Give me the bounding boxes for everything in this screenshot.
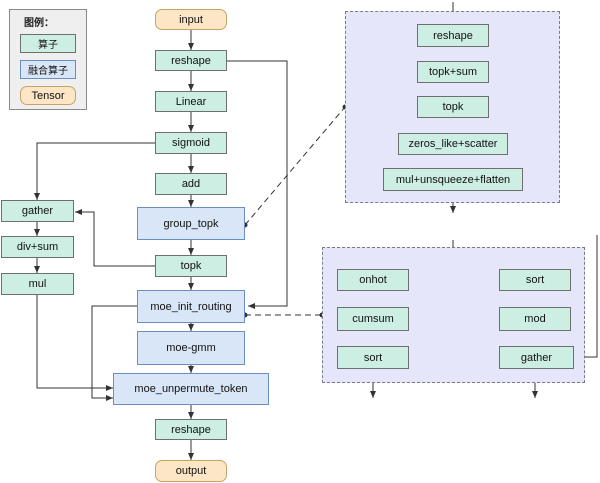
reshape-to-init-routing-connector (227, 60, 288, 309)
legend-title: 图例： (24, 18, 54, 29)
topk-to-gather-connector (75, 209, 155, 267)
side-flow-connectors (34, 222, 113, 391)
sigmoid-to-gather-connector (34, 142, 155, 200)
detail-topk-node: topk (417, 96, 489, 118)
input-tensor: input (155, 9, 227, 30)
mul-node: mul (1, 273, 74, 295)
group-topk-detail-link (244, 106, 346, 226)
detail-onhot-node: onhot (337, 269, 409, 291)
init-routing-to-unpermute-connector (91, 305, 137, 401)
legend-fused-operator-swatch: 融合算子 (20, 60, 76, 79)
detail-cumsum-node: cumsum (337, 307, 409, 331)
legend-panel: 图例： 算子 融合算子 Tensor (9, 9, 87, 110)
reshape-top-node: reshape (155, 50, 227, 71)
moe-unpermute-token-node: moe_unpermute_token (113, 373, 269, 405)
detail-gather-node: gather (499, 346, 574, 369)
sigmoid-node: sigmoid (155, 132, 227, 154)
detail-mul-unsqueeze-flatten-node: mul+unsqueeze+flatten (383, 168, 523, 191)
moe-gmm-node: moe-gmm (137, 331, 245, 365)
add-node: add (155, 173, 227, 195)
detail-mod-node: mod (499, 307, 571, 331)
gather-node: gather (1, 200, 74, 222)
legend-operator-swatch: 算子 (20, 34, 76, 53)
moe-init-routing-node: moe_init_routing (137, 290, 245, 323)
group-topk-node: group_topk (137, 207, 245, 240)
detail-zeros-like-scatter-node: zeros_like+scatter (398, 133, 508, 155)
linear-node: Linear (155, 91, 227, 112)
output-tensor: output (155, 460, 227, 482)
topk-node: topk (155, 255, 227, 277)
reshape-bottom-node: reshape (155, 419, 227, 440)
detail-sort-right-node: sort (499, 269, 571, 291)
legend-tensor-swatch: Tensor (20, 86, 76, 105)
div-sum-node: div+sum (1, 236, 74, 258)
detail-sort-left-node: sort (337, 346, 409, 369)
detail-topk-sum-node: topk+sum (417, 61, 489, 83)
detail-reshape-node: reshape (417, 24, 489, 47)
